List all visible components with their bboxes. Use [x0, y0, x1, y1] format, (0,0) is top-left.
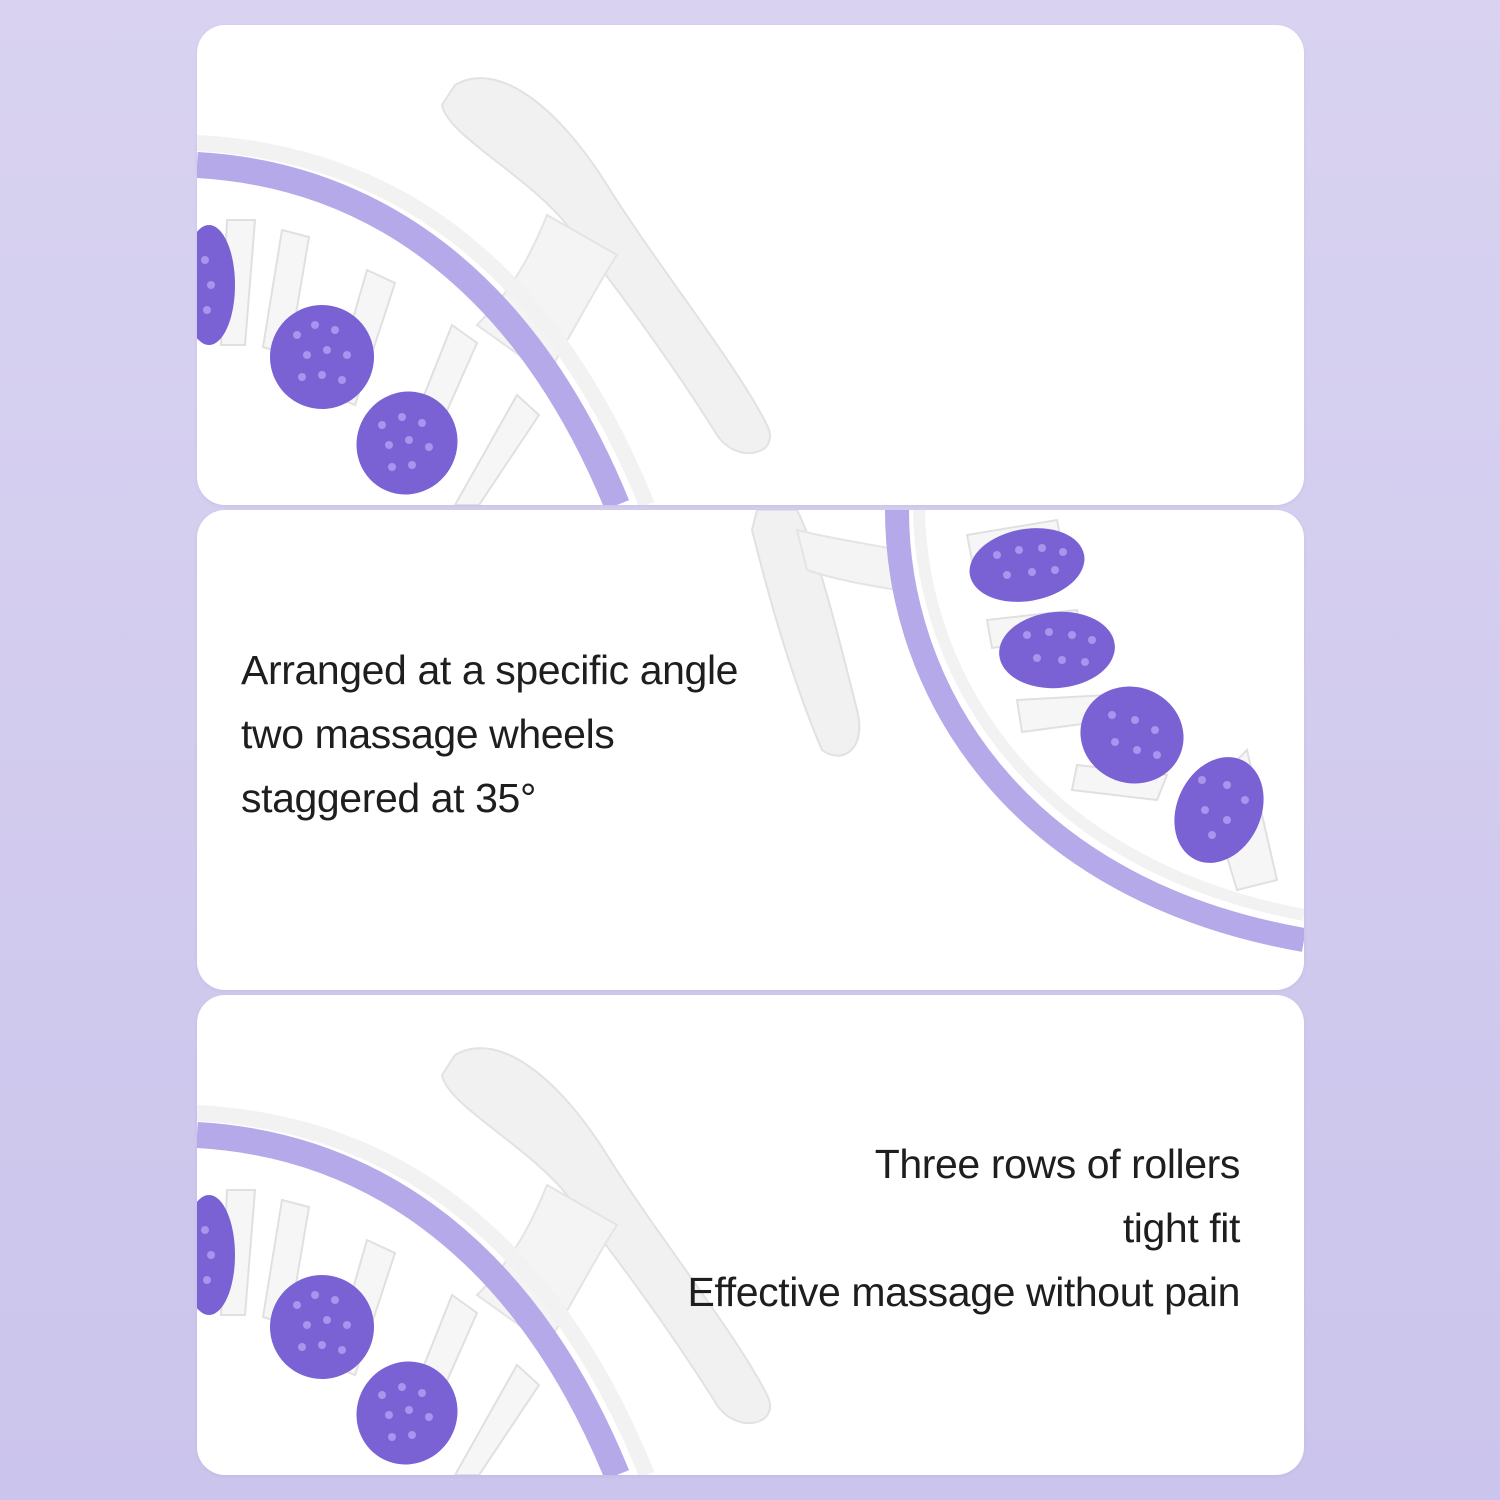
caption-line: staggered at 35°	[241, 775, 536, 821]
massage-roller-illustration	[750, 510, 1304, 952]
feature-caption-rows: Three rows of rollers tight fit Effectiv…	[687, 1132, 1241, 1324]
feature-caption-angle: Arranged at a specific angle two massage…	[241, 638, 738, 830]
caption-line: Arranged at a specific angle	[241, 647, 739, 693]
feature-panel-angle: Arranged at a specific angle two massage…	[197, 510, 1304, 990]
caption-line: Effective massage without pain	[687, 1269, 1241, 1315]
caption-line: two massage wheels	[241, 711, 615, 757]
caption-line: tight fit	[1122, 1205, 1241, 1251]
massage-roller-illustration	[197, 1047, 771, 1475]
feature-panel-rows: Three rows of rollers tight fit Effectiv…	[197, 995, 1304, 1475]
caption-line: Three rows of rollers	[874, 1141, 1241, 1187]
roller-group	[197, 225, 458, 495]
feature-panel-top	[197, 25, 1304, 505]
massage-roller-illustration	[197, 77, 771, 505]
